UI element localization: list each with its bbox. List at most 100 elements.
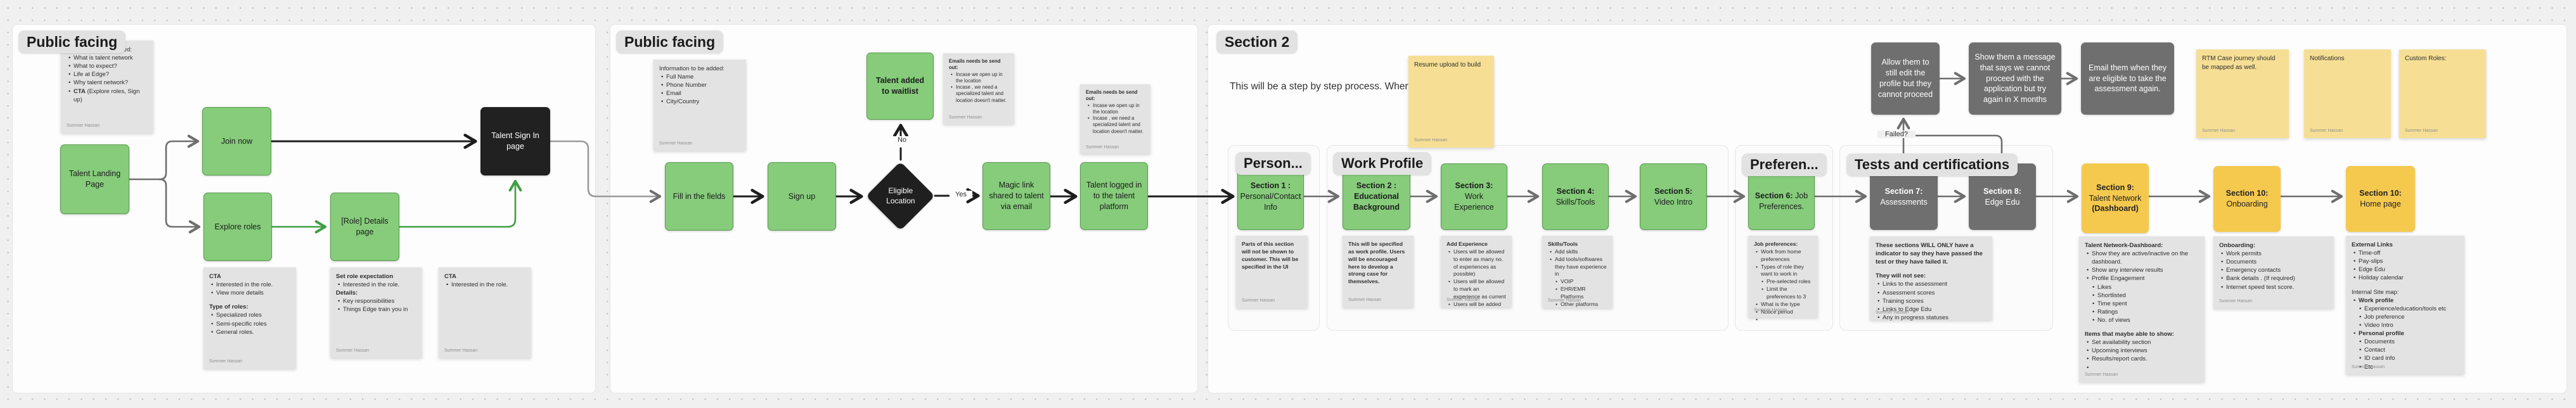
sticky-resume-upload[interactable]: Resume upload to build Summer Hassan <box>1408 56 1494 148</box>
sticky-info-to-add-2[interactable]: Information to be added:Full NamePhone N… <box>654 60 746 151</box>
frame-title-label: Section 2 <box>1225 33 1290 50</box>
section2-intro-text[interactable]: This will be a step by step process. Whe… <box>1230 81 1408 92</box>
sticky-author: Summer Hassan <box>2405 129 2438 134</box>
sticky-s3-note[interactable]: Add ExperienceUsers will be allowed to e… <box>1441 236 1512 309</box>
sticky-content: Resume upload to build <box>1414 61 1481 68</box>
node-talent-sign-in-page[interactable]: Talent Sign In page <box>480 107 550 175</box>
node-section10-home-page[interactable]: Section 10: Home page <box>2346 166 2415 232</box>
sticky-author: Summer Hassan <box>444 348 478 354</box>
node-label: Section 5: Video Intro <box>1654 186 1693 207</box>
label-failed[interactable]: Failed? <box>1877 131 1916 138</box>
node-talent-landing-page[interactable]: Talent Landing Page <box>60 144 129 214</box>
sticky-content: Job preferences:Work from home preferenc… <box>1754 241 1812 323</box>
node-label: Section 10: Home page <box>2359 189 2402 208</box>
node-label: Join now <box>221 136 253 146</box>
sticky-author: Summer Hassan <box>2085 373 2118 378</box>
sticky-author: Summer Hassan <box>1876 310 1909 316</box>
node-label: Section 9: Talent Network (Dashboard) <box>2089 182 2142 214</box>
frame-title-work-profile[interactable]: Work Profile <box>1333 152 1432 175</box>
sticky-content: CTAInterested in the role. <box>444 272 525 289</box>
frame-title-public-facing-2[interactable]: Public facing <box>616 30 724 53</box>
node-join-now[interactable]: Join now <box>202 107 271 175</box>
sticky-s1-note[interactable]: Parts of this section will not be shown … <box>1236 236 1308 308</box>
node-section4-skills-tools[interactable]: Section 4: Skills/Tools <box>1542 163 1609 230</box>
node-label: Section 4: Skills/Tools <box>1555 186 1595 207</box>
label-no[interactable]: No <box>891 136 913 144</box>
node-failed-show-message[interactable]: Show them a message that says we cannot … <box>1969 42 2061 115</box>
sticky-content: RTM Case journey should be mapped as wel… <box>2202 55 2276 71</box>
sticky-s10a-note[interactable]: Onboarding:Work permitsDocumentsEmergenc… <box>2213 236 2334 309</box>
sticky-cta-interested[interactable]: CTAInterested in the role. Summer Hassan <box>439 267 531 358</box>
sticky-notifications[interactable]: Notifications Summer Hassan <box>2304 49 2391 138</box>
sticky-content: Custom Roles: <box>2405 55 2447 62</box>
label-yes[interactable]: Yes <box>950 191 972 198</box>
sticky-content: These sections WILL ONLY have a indicato… <box>1876 241 1987 322</box>
node-label: Talent logged in to the talent platform <box>1086 181 1142 211</box>
node-talent-logged-in[interactable]: Talent logged in to the talent platform <box>1080 162 1148 230</box>
sticky-rtm-case[interactable]: RTM Case journey should be mapped as wel… <box>2196 49 2289 138</box>
sticky-author: Summer Hassan <box>2352 365 2385 370</box>
frame-title-preferences[interactable]: Preferen... <box>1742 153 1827 176</box>
frame-title-public-facing-1[interactable]: Public facing <box>18 30 126 53</box>
frame-title-label: Tests and certifications <box>1855 156 2010 172</box>
sticky-author: Summer Hassan <box>336 348 370 354</box>
node-section10-onboarding[interactable]: Section 10: Onboarding <box>2213 166 2281 232</box>
node-label: Allow them to still edit the profile but… <box>1877 58 1933 99</box>
sticky-author: Summer Hassan <box>1446 298 1480 303</box>
sticky-content: Parts of this section will not be shown … <box>1242 241 1299 270</box>
sticky-content: Emails needs be send out:Incase we open … <box>1086 89 1145 135</box>
node-label: Section 1 : Personal/Contact Info <box>1240 181 1301 212</box>
sticky-cta-roles[interactable]: CTAInterested in the role.View more deta… <box>203 267 296 369</box>
sticky-content: Notifications <box>2310 55 2345 62</box>
sticky-set-role-expectation[interactable]: Set role expectationInterested in the ro… <box>330 267 422 358</box>
sticky-tests-note[interactable]: These sections WILL ONLY have a indicato… <box>1870 236 1992 322</box>
sticky-s9-note[interactable]: Talent Network-Dashboard:Show they are a… <box>2079 236 2205 382</box>
node-sign-up[interactable]: Sign up <box>768 162 836 231</box>
node-failed-allow-edit[interactable]: Allow them to still edit the profile but… <box>1871 42 1940 115</box>
sticky-author: Summer Hassan <box>1754 308 1787 313</box>
sticky-author: Summer Hassan <box>2219 299 2253 304</box>
node-label: Section 8: Edge Edu <box>1983 186 2021 207</box>
node-label: [Role] Details page <box>341 217 389 236</box>
node-label: Section 10: Onboarding <box>2225 189 2269 208</box>
node-section6-job-preferences[interactable]: Section 6: Job Preferences. <box>1748 172 1815 230</box>
node-label: Sign up <box>788 191 816 201</box>
sticky-emails-2[interactable]: Emails needs be send out:Incase we open … <box>1080 84 1150 154</box>
node-section5-video-intro[interactable]: Section 5: Video Intro <box>1640 163 1707 230</box>
node-magic-link-email[interactable]: Magic link shared to talent via email <box>982 162 1050 230</box>
node-label: Explore roles <box>214 222 261 231</box>
sticky-author: Summer Hassan <box>2310 129 2343 134</box>
sticky-author: Summer Hassan <box>949 115 982 120</box>
sticky-author: Summer Hassan <box>209 359 243 364</box>
sticky-custom-roles[interactable]: Custom Roles: Summer Hassan <box>2399 49 2486 138</box>
frame-title-personal[interactable]: Person... <box>1235 152 1311 175</box>
node-role-details-page[interactable]: [Role] Details page <box>330 193 399 261</box>
sticky-author: Summer Hassan <box>1414 138 1448 143</box>
node-talent-added-waitlist[interactable]: Talent added to waitlist <box>866 53 934 120</box>
sticky-emails-1[interactable]: Emails needs be send out:Incase we open … <box>943 53 1014 124</box>
node-label: Section 2 : Educational Background <box>1353 181 1400 212</box>
frame-title-section-2[interactable]: Section 2 <box>1216 30 1298 53</box>
node-failed-email-eligible[interactable]: Email them when they are eligible to tak… <box>2081 42 2174 115</box>
node-section3-work-experience[interactable]: Section 3: Work Experience <box>1441 163 1507 230</box>
sticky-content: Information to be added:Full NamePhone N… <box>659 65 740 106</box>
node-section9-talent-network[interactable]: Section 9: Talent Network (Dashboard) <box>2082 163 2149 233</box>
sticky-content: Add ExperienceUsers will be allowed to e… <box>1446 241 1506 309</box>
sticky-content: Information to be added:What is talent n… <box>67 46 148 104</box>
node-explore-roles[interactable]: Explore roles <box>203 193 272 261</box>
sticky-s2-note[interactable]: This will be specified as work profile. … <box>1343 236 1414 307</box>
frame-title-tests-certifications[interactable]: Tests and certifications <box>1846 153 2018 176</box>
sticky-author: Summer Hassan <box>1086 144 1119 150</box>
frame-title-label: Public facing <box>27 33 118 50</box>
sticky-s10b-note[interactable]: External LinksTime-offPay-slipsEdge EduH… <box>2346 236 2464 374</box>
sticky-author: Summer Hassan <box>659 141 693 146</box>
frame-title-label: Person... <box>1244 155 1303 171</box>
node-fill-in-fields[interactable]: Fill in the fields <box>665 162 733 231</box>
sticky-s4-note[interactable]: Skills/ToolsAdd skillsAdd tools/software… <box>1542 236 1613 309</box>
sticky-info-to-add-1[interactable]: Information to be added:What is talent n… <box>61 41 153 133</box>
frame-title-label: Public facing <box>624 33 716 50</box>
sticky-content: CTAInterested in the role.View more deta… <box>209 272 290 336</box>
sticky-s6-note[interactable]: Job preferences:Work from home preferenc… <box>1748 236 1818 323</box>
sticky-content: Onboarding:Work permitsDocumentsEmergenc… <box>2219 241 2328 291</box>
